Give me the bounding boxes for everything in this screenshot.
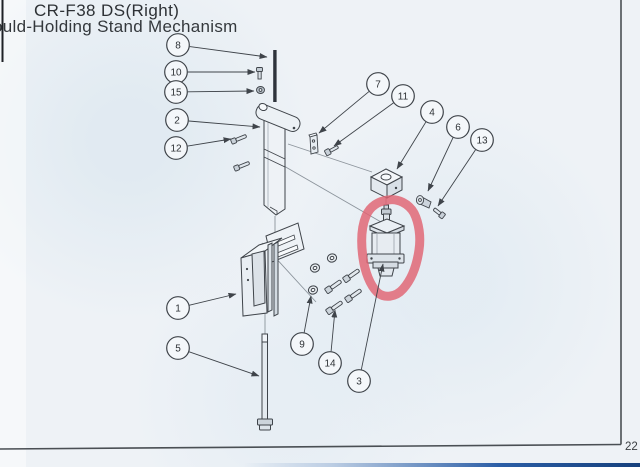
part-1-bracket: [240, 222, 305, 317]
svg-text:11: 11: [398, 92, 409, 103]
callout-5: 5: [166, 336, 260, 377]
page-number: 22: [625, 441, 638, 453]
callout-9: 9: [290, 295, 314, 356]
part-7-plate: [308, 132, 319, 155]
part-5-rod: [257, 333, 273, 431]
svg-text:15: 15: [170, 88, 182, 99]
svg-text:1: 1: [175, 304, 181, 315]
svg-text:5: 5: [175, 344, 181, 355]
callout-14: 14: [318, 309, 342, 375]
callout-7: 7: [318, 72, 390, 134]
callout-11: 11: [333, 84, 415, 147]
svg-text:4: 4: [429, 108, 435, 119]
highlight-annotation-ring: [357, 195, 425, 301]
callout-1: 1: [166, 292, 237, 320]
page-title: CR-F38 DS(Right): [34, 1, 180, 20]
callout-6: 6: [427, 115, 470, 192]
svg-text:14: 14: [324, 359, 336, 370]
part-6-fitting: [415, 195, 432, 209]
callout-12: 12: [164, 136, 232, 160]
part-2-arm: [255, 102, 301, 216]
part-4-block: [369, 168, 404, 199]
part-3-cylinder: [366, 204, 406, 277]
part-10-pin: [256, 67, 263, 80]
callout-8: 8: [166, 33, 268, 59]
part-8-shaft: [273, 50, 277, 102]
part-12-screws: [230, 134, 250, 172]
part-14-bolts: [324, 268, 362, 315]
drawing-frame: [0, 0, 622, 450]
page-left-margin: [0, 0, 26, 467]
callout-13: 13: [437, 128, 494, 207]
svg-text:12: 12: [170, 144, 182, 155]
svg-text:9: 9: [299, 340, 305, 351]
bottom-edge-strip: [0, 463, 640, 467]
svg-text:2: 2: [174, 116, 180, 127]
callout-4: 4: [396, 100, 444, 170]
part-15-nut: [256, 86, 265, 94]
svg-text:7: 7: [375, 80, 381, 91]
svg-text:13: 13: [476, 136, 488, 147]
part-9-washers: [307, 253, 338, 295]
part-11-bolt: [324, 145, 339, 157]
svg-text:6: 6: [455, 123, 461, 134]
callout-10: 10: [164, 60, 256, 84]
svg-text:10: 10: [170, 68, 182, 79]
page-subtitle: ould-Holding Stand Mechanism: [0, 17, 238, 36]
svg-text:3: 3: [356, 377, 362, 388]
callout-3: 3: [347, 263, 385, 393]
svg-text:8: 8: [175, 41, 181, 52]
callout-2: 2: [165, 108, 261, 132]
callout-15: 15: [164, 80, 255, 104]
part-13-bolt: [433, 207, 446, 220]
